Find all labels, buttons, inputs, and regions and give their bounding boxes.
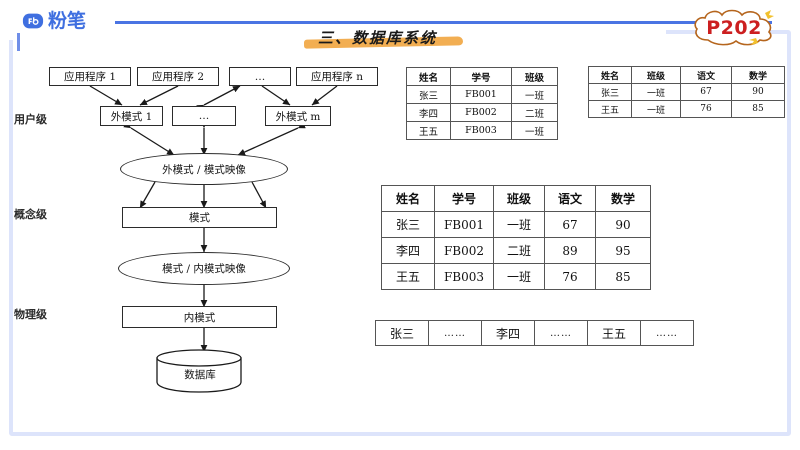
table-storage-strip: 张三 …… 李四 …… 王五 …… [375, 320, 694, 346]
external-schema-box-ellipsis: … [172, 106, 236, 126]
table-header-row: 姓名 班级 语文 数学 [588, 66, 785, 84]
page-number-badge: P202 [688, 7, 780, 49]
th-chinese: 语文 [680, 66, 732, 84]
page-title-text: 三、数据库系统 [318, 28, 438, 47]
mapping-external-schema: 外模式 / 模式映像 [120, 153, 288, 185]
cell-chinese: 76 [680, 100, 732, 118]
cell-name: 李四 [406, 103, 451, 122]
cell-id: FB001 [450, 85, 512, 104]
th-class: 班级 [511, 67, 558, 86]
cell-name: 张三 [588, 83, 632, 101]
three-level-schema-diagram: 用户级 概念级 物理级 应用程序 1 应用程序 2 … 应用程序 n 外模式 1… [14, 67, 378, 393]
brand-logo-text: 粉笔 [48, 9, 87, 32]
strip-cell-name-1: 张三 [375, 320, 429, 346]
cell-math: 85 [595, 263, 651, 290]
table-row: 李四 FB002 二班 [406, 103, 558, 122]
strip-cell-dots-3: …… [640, 320, 694, 346]
cell-class: 一班 [631, 100, 681, 118]
level-label-physical: 物理级 [14, 308, 47, 321]
cell-class: 一班 [511, 121, 558, 140]
table-row: 王五 FB003 一班 76 85 [381, 263, 651, 290]
table-header-row: 姓名 学号 班级 语文 数学 [381, 185, 651, 212]
page-title: 三、数据库系统 [303, 24, 464, 50]
cell-name: 王五 [406, 121, 451, 140]
app-box-ellipsis: … [229, 67, 291, 86]
cell-math: 90 [595, 211, 651, 238]
cell-chinese: 67 [544, 211, 596, 238]
app-box-n: 应用程序 n [296, 67, 378, 86]
cell-class: 一班 [631, 83, 681, 101]
app-box-1: 应用程序 1 [49, 67, 131, 86]
external-schema-box-1: 外模式 1 [100, 106, 163, 126]
cell-class: 一班 [493, 211, 545, 238]
cell-name: 王五 [381, 263, 435, 290]
database-label: 数据库 [184, 369, 216, 381]
cell-id: FB001 [434, 211, 494, 238]
mapping-internal-schema: 模式 / 内模式映像 [118, 252, 290, 285]
cell-id: FB002 [450, 103, 512, 122]
cell-class: 一班 [511, 85, 558, 104]
diagram-connectors [82, 79, 345, 353]
th-math: 数学 [731, 66, 785, 84]
th-class: 班级 [493, 185, 545, 212]
level-label-conceptual: 概念级 [14, 208, 47, 221]
table-row: 张三 FB001 一班 67 90 [381, 211, 651, 238]
cell-chinese: 76 [544, 263, 596, 290]
table-row: 王五 FB003 一班 [406, 121, 558, 140]
cell-name: 张三 [406, 85, 451, 104]
th-name: 姓名 [406, 67, 451, 86]
brand-logo: 粉笔 [22, 9, 86, 33]
blue-accent-tick [17, 33, 20, 51]
internal-schema-box: 内模式 [122, 306, 277, 328]
table-full-records: 姓名 学号 班级 语文 数学 张三 FB001 一班 67 90 李四 FB00… [381, 185, 651, 290]
header-rule [115, 21, 772, 24]
level-label-user: 用户级 [14, 113, 47, 126]
app-box-2: 应用程序 2 [137, 67, 219, 86]
th-class: 班级 [631, 66, 681, 84]
cell-math: 85 [731, 100, 785, 118]
th-math: 数学 [595, 185, 651, 212]
table-basic-info: 姓名 学号 班级 张三 FB001 一班 李四 FB002 二班 王五 FB00… [406, 67, 558, 140]
strip-cell-name-2: 李四 [481, 320, 535, 346]
cell-chinese: 89 [544, 237, 596, 264]
frame-top-mask [6, 24, 666, 40]
th-name: 姓名 [588, 66, 632, 84]
table-row: 张三 …… 李四 …… 王五 …… [375, 320, 694, 346]
cell-chinese: 67 [680, 83, 732, 101]
table-row: 张三 FB001 一班 [406, 85, 558, 104]
cell-id: FB003 [450, 121, 512, 140]
cell-class: 一班 [493, 263, 545, 290]
table-row: 张三 一班 67 90 [588, 83, 785, 101]
th-name: 姓名 [381, 185, 435, 212]
table-view-scores: 姓名 班级 语文 数学 张三 一班 67 90 王五 一班 76 85 [588, 66, 785, 118]
cell-name: 李四 [381, 237, 435, 264]
table-header-row: 姓名 学号 班级 [406, 67, 558, 86]
table-row: 李四 FB002 二班 89 95 [381, 237, 651, 264]
th-id: 学号 [434, 185, 494, 212]
cell-id: FB002 [434, 237, 494, 264]
cell-math: 90 [731, 83, 785, 101]
strip-cell-dots-2: …… [534, 320, 588, 346]
schema-box: 模式 [122, 207, 277, 228]
th-chinese: 语文 [544, 185, 596, 212]
cloud-shape-icon [694, 9, 774, 46]
table-row: 王五 一班 76 85 [588, 100, 785, 118]
th-id: 学号 [450, 67, 512, 86]
strip-cell-name-3: 王五 [587, 320, 641, 346]
database-cylinder-icon [156, 349, 242, 393]
page-number-text: P202 [706, 17, 762, 39]
cell-class: 二班 [493, 237, 545, 264]
cell-class: 二班 [511, 103, 558, 122]
external-schema-box-m: 外模式 m [265, 106, 331, 126]
strip-cell-dots-1: …… [428, 320, 482, 346]
cell-name: 张三 [381, 211, 435, 238]
cell-math: 95 [595, 237, 651, 264]
cell-name: 王五 [588, 100, 632, 118]
fb-logo-icon [22, 13, 44, 29]
cell-id: FB003 [434, 263, 494, 290]
